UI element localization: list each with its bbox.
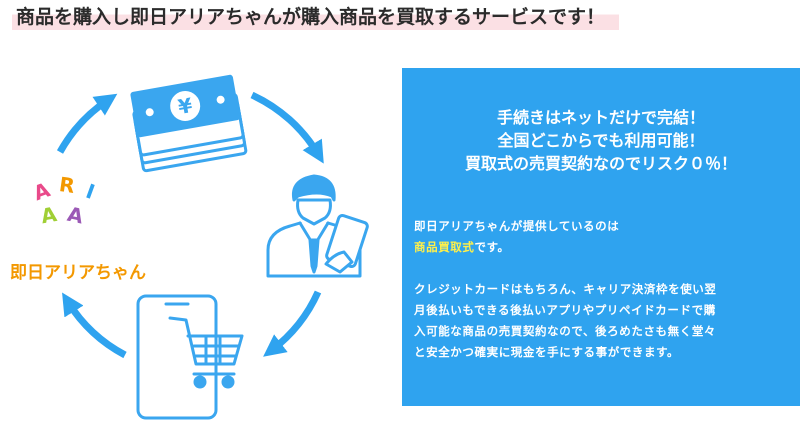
logo-letter-4: A — [39, 202, 59, 228]
arrow-logo-to-money — [56, 93, 118, 154]
logo-letter-2: R — [58, 172, 77, 198]
info-panel: 手続きはネットだけで完結！ 全国どこからでも利用可能！ 買取式の売買契約なのでリ… — [402, 68, 800, 406]
panel-lead: 手続きはネットだけで完結！ 全国どこからでも利用可能！ 買取式の売買契約なのでリ… — [402, 106, 800, 175]
lead-line: 手続きはネットだけで完結！ — [496, 108, 705, 127]
highlight-line: 商品買取式です。 — [414, 237, 800, 258]
logo-letter-3: I — [83, 179, 98, 204]
lead-line: 全国どこからでも利用可能！ — [497, 131, 705, 150]
arrow-money-to-person — [250, 91, 324, 164]
page-headline: 商品を購入し即日アリアちゃんが購入商品を買取するサービスです！ — [12, 4, 620, 30]
yen-symbol: ¥ — [176, 93, 194, 119]
cycle-arrows-icon — [56, 91, 324, 359]
logo-letter-1: A — [30, 177, 53, 205]
logo-letter-5: A — [65, 202, 86, 229]
body-line: 月後払いもできる後払いアプリやプリペイドカードで購 — [414, 303, 716, 317]
lead-line: 買取式の売買契約なのでリスク０％！ — [464, 154, 737, 173]
body-line: と安全かつ確実に現金を手にする事ができます。 — [414, 345, 680, 359]
arrow-phone-to-logo — [62, 292, 127, 359]
panel-body: 即日アリアちゃんが提供しているのは 商品買取式です。 クレジットカードはもちろん… — [414, 216, 800, 363]
yen-bills-icon: ¥ — [130, 74, 248, 173]
highlight-term: 商品買取式 — [414, 240, 475, 254]
intro-line: 即日アリアちゃんが提供しているのは — [414, 219, 620, 233]
body-line: 入可能な商品の売買契約なので、後ろめたさも無く堂々 — [414, 324, 717, 338]
smartphone-cart-icon — [136, 294, 244, 420]
arrow-person-to-phone — [263, 290, 322, 357]
body-line: クレジットカードはもちろん、キャリア決済枠を使い翌 — [414, 282, 717, 296]
logo-text: 即日アリアちゃん — [10, 263, 146, 283]
highlight-suffix: です。 — [474, 240, 510, 254]
businessman-phone-icon — [266, 174, 369, 278]
aria-logo: A R I A A 即日アリアちゃん — [10, 172, 146, 283]
service-cycle-diagram: ¥ A R I A A 即日アリアちゃん — [10, 74, 369, 420]
